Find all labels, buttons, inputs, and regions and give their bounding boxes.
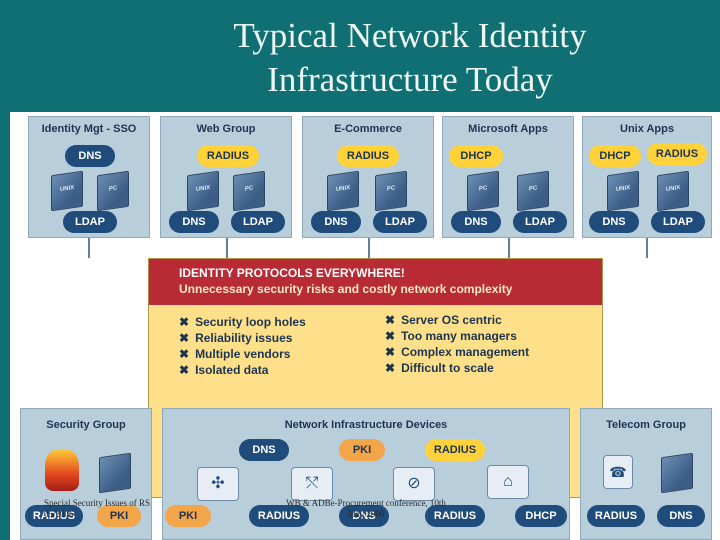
issue-item: ✖Complex management — [385, 345, 530, 359]
switch-icon: ✣ — [197, 467, 239, 501]
group-title: Network Infrastructure Devices — [284, 419, 448, 431]
issue-item: ✖Server OS centric — [385, 313, 502, 327]
title-line-2: Infrastructure Today — [267, 60, 553, 99]
radius-oval: RADIUS — [249, 505, 309, 527]
firewall-icon — [45, 449, 79, 491]
server-icon: UNIX — [327, 170, 359, 212]
issue-item: ✖Reliability issues — [179, 331, 293, 345]
network-diagram: Identity Mgt - SSO DNS UNIX PC LDAP Web … — [10, 112, 720, 540]
x-mark-icon: ✖ — [179, 331, 190, 345]
callout-heading: IDENTITY PROTOCOLS EVERYWHERE! — [179, 266, 405, 280]
dhcp-oval: DHCP — [449, 145, 503, 167]
title-line-1: Typical Network Identity — [233, 16, 587, 55]
wireless-router-icon: ⌂ — [487, 465, 529, 499]
router-icon: ⤲ — [291, 467, 333, 501]
group-title: Identity Mgt - SSO — [41, 123, 137, 135]
callout-subheading: Unnecessary security risks and costly ne… — [179, 282, 513, 296]
group-security: Security Group RADIUS PKI — [20, 408, 152, 540]
dns-oval: DNS — [339, 505, 389, 527]
server-icon: PC — [375, 170, 407, 212]
dns-oval: DNS — [169, 211, 219, 233]
server-icon — [99, 452, 131, 494]
group-title: Microsoft Apps — [468, 123, 548, 135]
ldap-oval: LDAP — [651, 211, 705, 233]
callout-header: IDENTITY PROTOCOLS EVERYWHERE! Unnecessa… — [149, 259, 602, 305]
radius-oval: RADIUS — [337, 145, 399, 167]
x-mark-icon: ✖ — [179, 363, 190, 377]
connector-line — [368, 238, 370, 258]
group-microsoft-apps: Microsoft Apps DHCP PC PC DNS LDAP — [442, 116, 574, 238]
dns-oval: DNS — [451, 211, 501, 233]
group-ecommerce: E-Commerce RADIUS UNIX PC DNS LDAP — [302, 116, 434, 238]
x-mark-icon: ✖ — [385, 329, 396, 343]
connector-line — [226, 238, 228, 258]
server-icon: UNIX — [187, 170, 219, 212]
issue-item: ✖Too many managers — [385, 329, 517, 343]
dns-oval: DNS — [589, 211, 639, 233]
group-telecom: Telecom Group ☎ RADIUS DNS — [580, 408, 712, 540]
pki-oval: PKI — [97, 505, 141, 527]
server-icon: UNIX — [657, 170, 689, 212]
footer-center: WB & ADBe-Procurement conference, 10th M… — [286, 498, 446, 519]
footer-left: Special Security Issues of RS 05/2006 — [44, 498, 150, 519]
connector-line — [646, 238, 648, 258]
pki-oval: PKI — [339, 439, 385, 461]
group-network-infrastructure: Network Infrastructure Devices DNS PKI R… — [162, 408, 570, 540]
ldap-oval: LDAP — [513, 211, 567, 233]
issue-item: ✖Isolated data — [179, 363, 269, 377]
issue-item: ✖Multiple vendors — [179, 347, 291, 361]
x-mark-icon: ✖ — [179, 347, 190, 361]
server-icon: PC — [517, 170, 549, 212]
radius-oval: RADIUS — [425, 505, 485, 527]
dns-oval: DNS — [65, 145, 115, 167]
ldap-oval: LDAP — [373, 211, 427, 233]
server-icon: PC — [97, 170, 129, 212]
x-mark-icon: ✖ — [179, 315, 190, 329]
server-icon: PC — [233, 170, 265, 212]
connector-line — [508, 238, 510, 258]
dns-oval: DNS — [239, 439, 289, 461]
group-unix-apps: Unix Apps DHCP RADIUS UNIX UNIX DNS LDAP — [582, 116, 712, 238]
ldap-oval: LDAP — [231, 211, 285, 233]
group-title: Telecom Group — [606, 419, 686, 431]
radius-oval: RADIUS — [25, 505, 83, 527]
phone-icon: ☎ — [603, 455, 633, 489]
radius-oval: RADIUS — [647, 143, 707, 165]
x-mark-icon: ✖ — [385, 313, 396, 327]
connector-line — [88, 238, 90, 258]
dns-oval: DNS — [311, 211, 361, 233]
dns-oval: DNS — [657, 505, 705, 527]
server-icon: PC — [467, 170, 499, 212]
x-mark-icon: ✖ — [385, 345, 396, 359]
slide-title: Typical Network Identity Infrastructure … — [150, 14, 670, 102]
group-title: E-Commerce — [334, 123, 402, 135]
group-title: Security Group — [46, 419, 126, 431]
group-title: Web Group — [196, 123, 256, 135]
router-icon: ⊘ — [393, 467, 435, 501]
radius-oval: RADIUS — [587, 505, 645, 527]
issue-item: ✖Security loop holes — [179, 315, 306, 329]
radius-oval: RADIUS — [425, 439, 485, 461]
server-icon: UNIX — [607, 170, 639, 212]
pki-oval: PKI — [165, 505, 211, 527]
group-identity-sso: Identity Mgt - SSO DNS UNIX PC LDAP — [28, 116, 150, 238]
group-title: Unix Apps — [620, 123, 674, 135]
group-web: Web Group RADIUS UNIX PC DNS LDAP — [160, 116, 292, 238]
dhcp-oval: DHCP — [589, 145, 641, 167]
server-icon: UNIX — [51, 170, 83, 212]
dhcp-oval: DHCP — [515, 505, 567, 527]
ldap-oval: LDAP — [63, 211, 117, 233]
radius-oval: RADIUS — [197, 145, 259, 167]
x-mark-icon: ✖ — [385, 361, 396, 375]
issue-item: ✖Difficult to scale — [385, 361, 494, 375]
server-icon — [661, 452, 693, 494]
